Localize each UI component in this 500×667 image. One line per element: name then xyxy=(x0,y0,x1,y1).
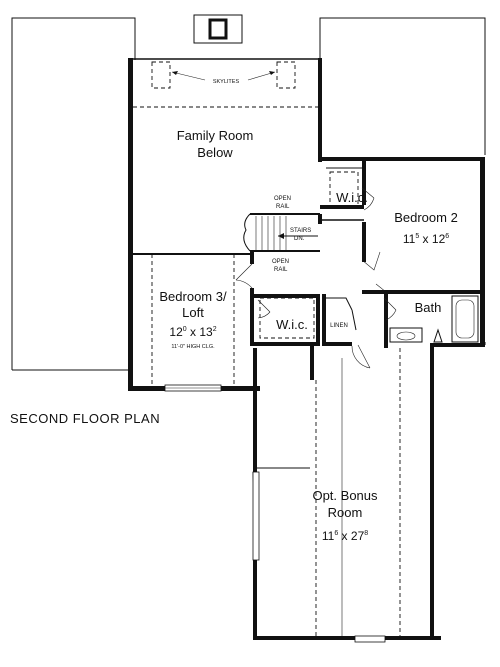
open-rail-label-1b: RAIL xyxy=(276,204,290,210)
skylites-label: SKYLITES xyxy=(213,79,240,85)
skylights xyxy=(133,61,318,108)
roof-outline-right xyxy=(319,17,486,155)
bedroom2-dimensions: 115 x 126 xyxy=(403,232,449,246)
open-rail-label-2a: OPEN xyxy=(272,259,289,265)
plan-title: SECOND FLOOR PLAN xyxy=(10,411,161,426)
bonus-room-name-line2: Room xyxy=(328,505,363,520)
bedroom3-name-line1: Bedroom 3/ xyxy=(159,289,227,304)
bonus-room-name-line1: Opt. Bonus xyxy=(312,488,378,503)
bedroom2-walls xyxy=(320,157,482,348)
wic-lower-walls xyxy=(254,294,320,346)
open-rail-label-1a: OPEN xyxy=(274,196,291,202)
stairs-label-1: STAIRS xyxy=(290,228,311,234)
bedroom3-walls xyxy=(133,250,254,392)
hall-doors xyxy=(351,251,387,369)
open-rail-label-2b: RAIL xyxy=(274,267,288,273)
linen-closet xyxy=(322,294,357,346)
stairs-label-2: DN. xyxy=(294,236,305,242)
bonus-room-walls xyxy=(252,346,401,636)
stair-area xyxy=(243,213,364,252)
bath-fixtures xyxy=(383,295,479,343)
bedroom3-dimensions: 120 x 132 xyxy=(169,325,216,339)
bedroom3-name-line2: Loft xyxy=(182,305,204,320)
bath-label: Bath xyxy=(415,300,442,315)
family-room-label-line1: Family Room xyxy=(177,128,254,143)
family-room-label-line2: Below xyxy=(197,145,233,160)
wic-lower-label: W.i.c. xyxy=(276,317,308,332)
chimney xyxy=(193,14,243,44)
linen-label: LINEN xyxy=(330,323,348,329)
roof-outline-left xyxy=(11,17,136,371)
bonus-room-window xyxy=(354,635,386,643)
bedroom3-ceiling-note: 11'-0" HIGH CLG. xyxy=(171,344,215,350)
bedroom2-name: Bedroom 2 xyxy=(394,210,458,225)
bonus-room-dimensions: 116 x 278 xyxy=(322,529,368,543)
wic-upper-label: W.i.c. xyxy=(336,190,368,205)
